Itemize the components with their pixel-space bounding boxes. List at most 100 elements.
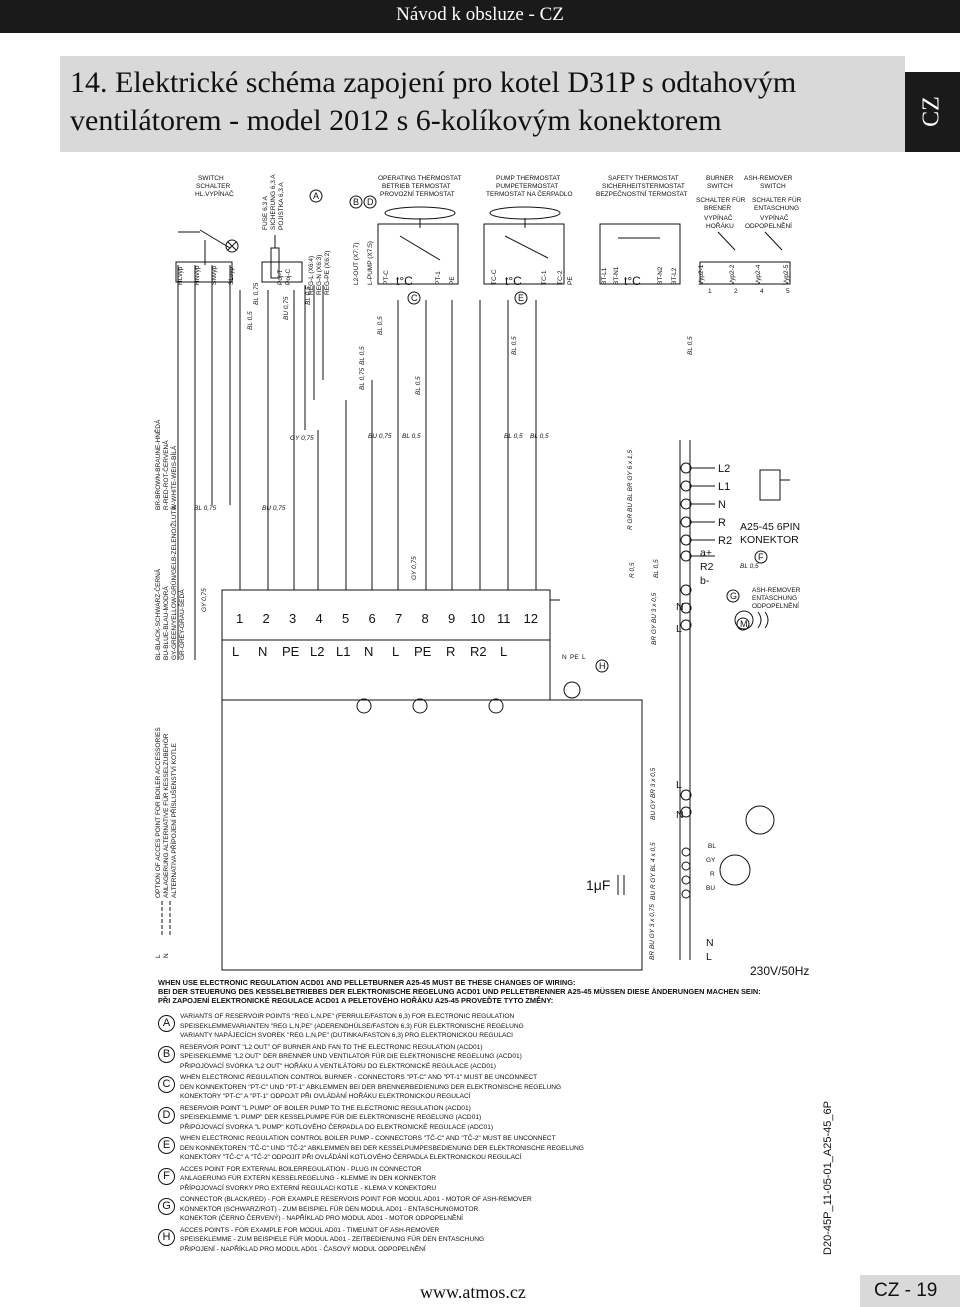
variant-text-line: SPEISEKLEMME "L PUMP" DER KESSELPUMPE FÜ… (180, 1114, 482, 1122)
variant-badge: E (158, 1137, 175, 1154)
variant-text-line: PŘIPOJENÍ - NAPŘÍKLAD PRO MODUL AD01 - Č… (180, 1245, 426, 1253)
pin-label: PE (449, 276, 456, 285)
wiring-note-en: WHEN USE ELECTRONIC REGULATION ACD01 AND… (158, 978, 576, 987)
pin-label: TC-C (491, 269, 498, 285)
terminal-label: L (500, 644, 507, 659)
variant-text-line: KONNEKTOR (SCHWARZ/ROT) - ZUM BEISPIEL F… (180, 1205, 479, 1213)
pin-label: Vyp2-2 (729, 264, 736, 285)
wire-gauge-label: GY 0,75 (411, 556, 418, 580)
pin-label: SLvyp (228, 267, 235, 285)
option-label-cz: ALTERNATIVA PŘÍPOJENÍ PŘÍSLUŠENSTVÍ KOTL… (169, 742, 178, 898)
npe-n: N (562, 654, 567, 661)
variant-badge: D (158, 1106, 175, 1124)
safety-thermostat-label-de: SICHERHEITSTERMOSTAT (602, 183, 685, 190)
wire-gauge-label: BL 0,5 (653, 559, 660, 578)
variant-text-line: VARIANTS OF RESERVOIR POINTS "REG L,N,PE… (180, 1013, 515, 1020)
wire-gauge-label: BL 0,5 (415, 376, 422, 395)
marker-letter: C (411, 293, 418, 303)
footer-url: www.atmos.cz (420, 1282, 526, 1302)
marker-circle (349, 195, 363, 209)
pin-label: Vyp2-4 (755, 264, 762, 285)
pump-thermostat-label-de: PUMPETERMOSTAT (496, 183, 558, 190)
burner-switch-label: BURNER (706, 175, 734, 182)
burner-switch-label-de: SCHALTER FÜR (696, 196, 746, 204)
marker-letter: A (313, 191, 319, 201)
terminal-number: 6 (369, 611, 376, 626)
wire-gauge-label: BL 0,5 (511, 336, 518, 355)
marker-circle (736, 617, 750, 631)
document-id: D20-45P_11-05-01_A25-45_6P (798, 1101, 834, 1255)
ash-switch-label: ASH-REMOVER (744, 175, 793, 182)
side-wire-a: a+ (700, 547, 712, 559)
ash-remover-label: ASH-REMOVER (752, 587, 801, 594)
pin-label: BT-L2 (671, 267, 678, 285)
operating-thermostat-label: OPERATING THERMOSTAT (378, 175, 461, 182)
marker-letter: H (599, 661, 606, 671)
legend-red: R-RED-ROT-ČERVENÁ (161, 440, 170, 510)
fuse-label: FUSE 6,3 A (262, 195, 269, 230)
wire-gauge-label: BL 0,5 (359, 346, 366, 365)
variant-text: WHEN ELECTRONIC REGULATION CONTROL BOILE… (180, 1134, 780, 1163)
terminal-number: 8 (422, 611, 429, 626)
side-wire-l: L (676, 623, 682, 635)
wire-gauge-label: GY 0,75 (290, 435, 314, 442)
terminal-label: L (232, 644, 239, 659)
marker-circle (754, 550, 768, 564)
pin-number: 2 (734, 288, 738, 295)
marker-letter: D (367, 197, 374, 207)
switch-label-de: SCHALTER (196, 183, 230, 190)
variant-text-line: SPEISEKLEMME - ZUM BEISPIELE FÜR MODUL A… (180, 1236, 485, 1244)
wiring-notes-header: WHEN USE ELECTRONIC REGULATION ACD01 AND… (158, 978, 798, 1005)
bottom-wire-l: L (706, 951, 712, 963)
variant-text-line: PŘIPOJOVACÍ SVORKA "L PUMP" KOTLOVÉHO ČE… (180, 1123, 494, 1131)
page-number-tab: CZ - 19 (860, 1275, 960, 1307)
variant-text: ACCES POINT FOR EXTERNAL BOILERREGULATIO… (180, 1165, 780, 1194)
pin-number: 1 (708, 288, 712, 295)
wire-gauge-label: BR BU GY 3 x 0,75 (649, 904, 656, 960)
connector-pin-l1: L1 (718, 481, 730, 493)
section-title-line-2: ventilátorem - model 2012 s 6-kolíkovým … (70, 104, 722, 137)
terminal-label: L2 (310, 644, 324, 659)
variant-text-line: RESERVOIR POINT "L2 OUT" OF BURNER AND F… (180, 1043, 483, 1051)
variant-text-line: ANLAGERUNG FÜR EXTERN KESSELREGELUNG - K… (180, 1175, 436, 1183)
terminal-label: R2 (470, 644, 487, 659)
marker-letter: E (518, 293, 524, 303)
operating-temp-symbol: t°C (396, 274, 413, 288)
safety-thermostat-label-cz: BEZPEČNOSTNÍ TERMOSTAT (596, 189, 687, 198)
npe-pe: PE (570, 654, 579, 661)
bottom-side-gy: GY (706, 857, 716, 864)
terminal-label: L (392, 644, 399, 659)
ash-switch-label-cz2: ODPOPELNĚNÍ (745, 221, 792, 230)
pin-label: Poj-C (285, 268, 292, 285)
reg-l-label: REG-L (X6:4) (308, 256, 315, 295)
marker-circle (407, 291, 421, 305)
wire-gauge-label: BL 0,5 (377, 316, 384, 335)
option-label-de: ANLAGERUNG ALTERNATIVE FÜR KESSELZUBEHÖR (162, 733, 170, 898)
variant-badge: B (158, 1045, 175, 1063)
switch-label-cz: HL.VYPÍNAČ (195, 189, 234, 198)
variant-text-line: KONEKTORY "TČ-C" A "TČ-2" ODPOJIT PŘI OV… (180, 1154, 522, 1162)
variant-text-line: VARIANTY NAPÁJECÍCH SVOREK "REG L,N,PE" … (180, 1032, 513, 1040)
marker-letter: F (758, 552, 764, 562)
legend-n: N (163, 953, 170, 958)
ash-switch-label-de2: ENTASCHUNG (754, 205, 799, 212)
wire-gauge-label: BL 0,75 (359, 367, 366, 390)
page-number: CZ - 19 (874, 1280, 938, 1301)
variant-badge: H (158, 1228, 175, 1246)
pin-label: Vyp2-5 (783, 264, 790, 285)
bottom-side-bl: BL (708, 843, 716, 850)
pin-label: HNvyp (194, 265, 201, 285)
legend-l: L (155, 954, 162, 958)
connector-pin-r2: R2 (718, 535, 732, 547)
pin-label: PT-C (383, 270, 390, 285)
marker-letter: M (740, 619, 748, 629)
wire-gauge-label: BL 0,75 (253, 282, 260, 305)
wire-gauge-label: BR GY BU 3 x 0,5 (651, 592, 658, 645)
side-wire-b: b- (700, 575, 710, 587)
variant-text: RESERVOIR POINT "L PUMP" OF BOILER PUMP … (180, 1104, 780, 1133)
terminal-number: 10 (471, 611, 485, 626)
